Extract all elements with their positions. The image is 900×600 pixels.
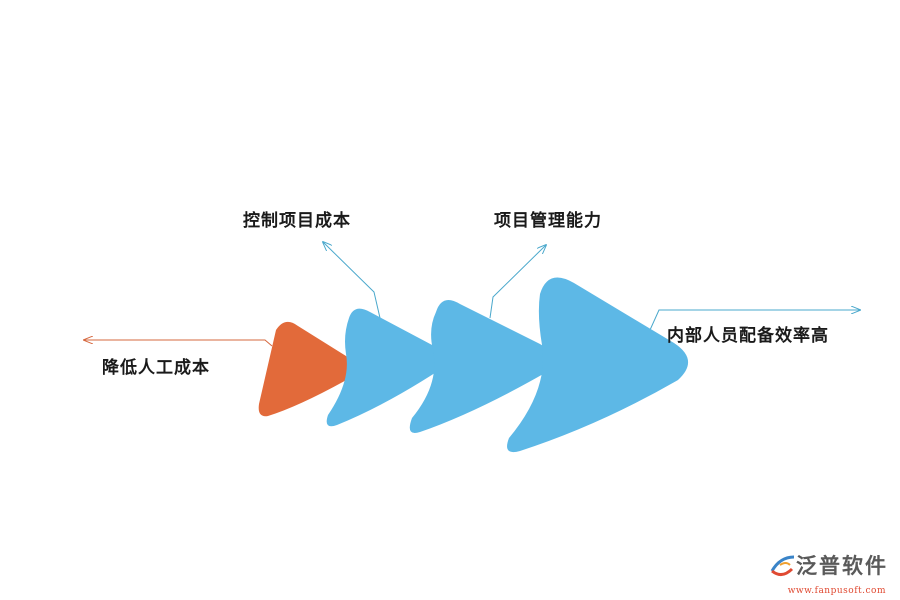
label-project-management-ability: 项目管理能力 <box>494 211 602 231</box>
brand-url: www.fanpusoft.com <box>787 586 886 596</box>
connector-upper-right <box>489 245 546 319</box>
connector-upper-left <box>323 242 381 319</box>
brand-name: 泛普软件 <box>796 554 888 578</box>
chevron-blue-2 <box>409 299 552 434</box>
brand-logo: 泛普软件 <box>796 550 888 580</box>
connector-right <box>649 310 860 331</box>
label-control-project-cost: 控制项目成本 <box>243 211 351 231</box>
chevron-blue-3 <box>507 277 689 453</box>
fanpu-logo-icon <box>770 555 795 576</box>
chevron-orange <box>258 321 355 417</box>
chevron-blue-1 <box>326 308 445 427</box>
label-staffing-efficiency: 内部人员配备效率高 <box>667 326 829 346</box>
connector-left <box>84 340 273 347</box>
label-reduce-labor-cost: 降低人工成本 <box>102 358 210 378</box>
